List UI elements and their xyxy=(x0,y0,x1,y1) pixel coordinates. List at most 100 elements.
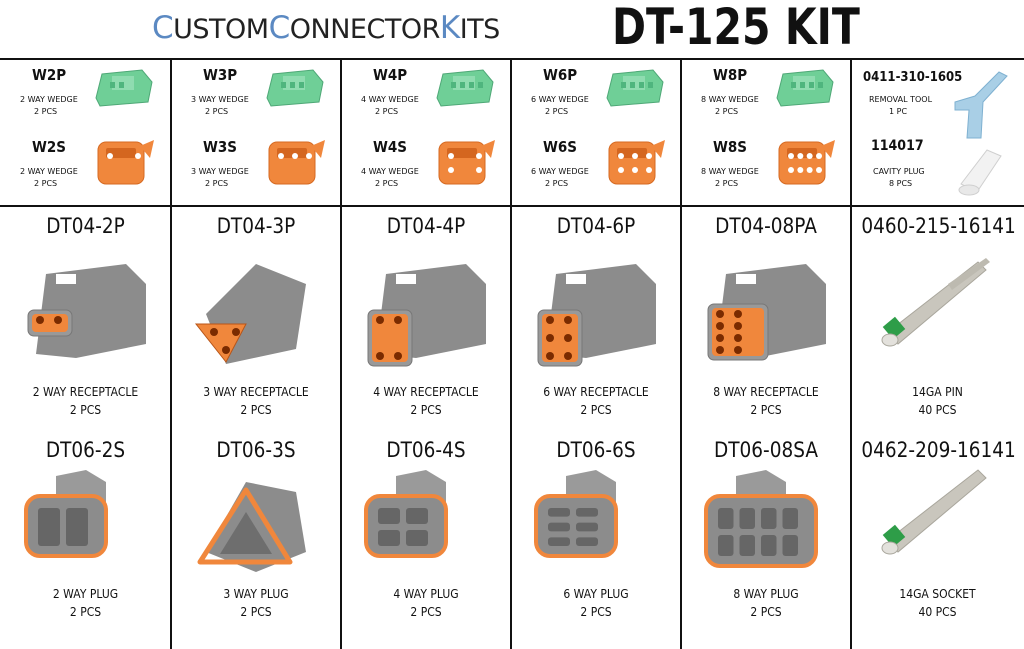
receptacle-connector-image xyxy=(537,264,656,367)
wedge-p-qty: 2 PCS xyxy=(205,107,229,116)
wedge-p-desc: 2 WAY WEDGE xyxy=(20,95,78,104)
pin-terminal-image xyxy=(881,258,990,347)
wedge-s-desc: 4 WAY WEDGE xyxy=(361,167,419,176)
receptacle-cell: 0460-215-16141 14GA PIN 40 PCS xyxy=(851,208,1024,424)
wedge-s-desc: 3 WAY WEDGE xyxy=(191,167,249,176)
grid-divider xyxy=(680,58,682,649)
wedge-s-code: W6S xyxy=(543,138,578,156)
removal-tool-qty: 1 PC xyxy=(889,107,908,116)
grid-divider xyxy=(850,58,852,649)
header: CUSTOMCONNECTORKITS DT-125 KIT xyxy=(0,0,1024,58)
wedge-s-desc: 6 WAY WEDGE xyxy=(531,167,589,176)
receptacle-desc: 4 WAY RECEPTACLE xyxy=(373,385,479,399)
plug-qty: 2 PCS xyxy=(240,605,272,619)
brand-logo: CUSTOMCONNECTORKITS xyxy=(152,10,500,46)
plug-desc: 8 WAY PLUG xyxy=(733,587,799,601)
wedge-s-qty: 2 PCS xyxy=(545,179,569,188)
receptacle-cell: DT04-08PA 8 WAY RECEPTACLE 2 PCS xyxy=(681,208,851,424)
plug-qty: 2 PCS xyxy=(410,605,442,619)
plug-desc: 2 WAY PLUG xyxy=(52,587,119,601)
wedge-p-qty: 2 PCS xyxy=(34,107,58,116)
receptacle-connector-image xyxy=(27,264,146,358)
plug-connector-image xyxy=(704,470,818,568)
wedge-p-desc: 6 WAY WEDGE xyxy=(531,95,589,104)
plug-cell: DT06-4S 4 WAY PLUG 2 PCS xyxy=(341,432,511,648)
receptacle-qty: 2 PCS xyxy=(410,403,442,417)
wedge-p-code: W3P xyxy=(203,66,238,84)
plug-connector-image xyxy=(197,482,306,572)
wedge-p-desc: 3 WAY WEDGE xyxy=(191,95,249,104)
plug-connector-image xyxy=(534,470,618,558)
green-wedge-image xyxy=(776,69,834,107)
receptacle-connector-image xyxy=(367,264,486,367)
receptacle-code: DT04-08PA xyxy=(715,214,817,238)
receptacle-qty: 2 PCS xyxy=(580,403,612,417)
receptacle-qty: 2 PCS xyxy=(69,403,102,417)
plug-desc: 4 WAY PLUG xyxy=(393,587,459,601)
receptacle-connector-image xyxy=(707,264,826,361)
plug-connector-image xyxy=(364,470,448,558)
plug-qty: 2 PCS xyxy=(750,605,782,619)
wedge-s-code: W3S xyxy=(203,138,238,156)
plug-qty: 40 PCS xyxy=(918,605,957,619)
grid-divider xyxy=(340,58,342,649)
plug-qty: 2 PCS xyxy=(69,605,102,619)
plug-desc: 14GA SOCKET xyxy=(899,587,976,601)
removal-tool-code: 0411-310-1605 xyxy=(863,70,963,85)
wedge-s-qty: 2 PCS xyxy=(34,179,58,188)
wedge-p-qty: 2 PCS xyxy=(375,107,399,116)
cavity-plug-code: 114017 xyxy=(871,138,924,154)
plug-code: DT06-6S xyxy=(556,438,636,462)
green-wedge-image xyxy=(95,69,153,107)
kit-title: DT-125 KIT xyxy=(612,0,860,56)
grid-divider xyxy=(0,58,1024,60)
plug-desc: 3 WAY PLUG xyxy=(223,587,289,601)
green-wedge-image xyxy=(436,69,494,107)
plug-code: DT06-4S xyxy=(386,438,466,462)
wedge-s-code: W8S xyxy=(713,138,748,156)
receptacle-desc: 8 WAY RECEPTACLE xyxy=(713,385,819,399)
grid-divider xyxy=(170,58,172,649)
grid-divider xyxy=(0,205,1024,207)
orange-wedge-image xyxy=(268,140,325,185)
cavity-plug-desc: CAVITY PLUG xyxy=(873,167,925,176)
socket-terminal-image xyxy=(881,469,987,555)
receptacle-desc: 14GA PIN xyxy=(912,385,963,399)
grid-divider xyxy=(510,58,512,649)
plug-desc: 6 WAY PLUG xyxy=(563,587,629,601)
orange-wedge-image xyxy=(438,140,495,185)
plug-connector-image xyxy=(23,470,108,558)
removal-tool-desc: REMOVAL TOOL xyxy=(869,95,933,104)
wedge-s-code: W2S xyxy=(32,138,67,156)
receptacle-qty: 40 PCS xyxy=(918,403,957,417)
removal-tool-image xyxy=(954,71,1008,139)
wedge-s-code: W4S xyxy=(373,138,408,156)
receptacle-code: DT04-3P xyxy=(216,214,296,238)
receptacle-desc: 3 WAY RECEPTACLE xyxy=(203,385,309,399)
wedge-s-qty: 2 PCS xyxy=(375,179,399,188)
plug-cell: DT06-08SA 8 WAY PLUG 2 PCS xyxy=(681,432,851,648)
green-wedge-image xyxy=(606,69,664,107)
receptacle-code: 0460-215-16141 xyxy=(861,214,1016,238)
orange-wedge-image xyxy=(608,140,665,185)
wedge-p-code: W8P xyxy=(713,66,748,84)
plug-code: DT06-08SA xyxy=(714,438,818,462)
wedge-p-code: W2P xyxy=(32,66,67,84)
wedge-p-desc: 4 WAY WEDGE xyxy=(361,95,419,104)
receptacle-connector-image xyxy=(194,264,306,364)
receptacle-qty: 2 PCS xyxy=(750,403,782,417)
receptacle-code: DT04-2P xyxy=(46,214,125,238)
